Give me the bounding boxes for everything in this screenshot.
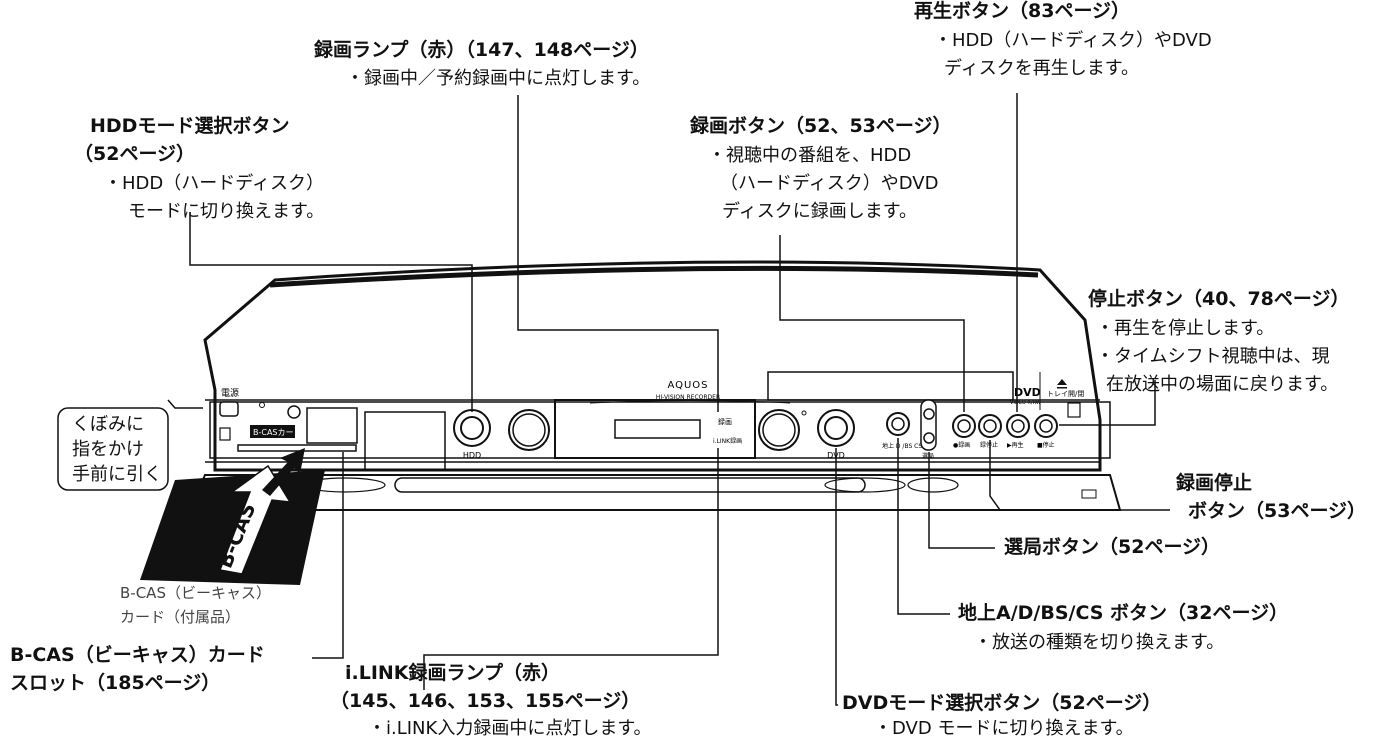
ilink-lamp-title-2: （145、146、153、155ページ） [330, 690, 641, 712]
record-button[interactable] [952, 414, 976, 438]
hdd-mode-desc-2: モードに切り換えます。 [128, 201, 325, 222]
channel-title: 選局ボタン（52ページ） [1004, 536, 1221, 558]
tuner-title: 地上A/D/BS/CS ボタン（32ページ） [958, 602, 1289, 624]
ilink-lamp-label: i.LINK録画 [713, 437, 742, 445]
rec-lamp-label: 録画 [718, 417, 732, 426]
bcas-card-caption-2: カード（付属品） [120, 608, 241, 626]
right-dial[interactable] [758, 409, 800, 451]
rec-button-title: 録画ボタン（52、53ページ） [690, 115, 952, 137]
rec-lamp-desc: ・録画中／予約録画中に点灯します。 [346, 68, 651, 89]
ilink-lamp-title-1: i.LINK録画ランプ（赤） [345, 662, 560, 684]
rec-button-desc-1: ・視聴中の番組を、HDD [708, 145, 912, 166]
dvd-logo: DVD [1014, 386, 1041, 399]
dvd-mode-title: DVDモード選択ボタン（52ページ） [842, 692, 1162, 714]
pull-note-line-2: 指をかけ [72, 439, 144, 460]
tray-label: トレイ開/閉 [1047, 390, 1084, 398]
channel-buttons[interactable] [920, 399, 937, 451]
right-dial-dot [801, 410, 807, 416]
bcas-slot[interactable] [237, 444, 357, 452]
record-button-label: ●録画 [953, 441, 970, 449]
channel-button-label: 選局 [922, 452, 934, 460]
insert-arrow-icon [262, 448, 305, 496]
dvd-mode-button[interactable] [817, 409, 855, 447]
bcas-slot-title-1: B-CAS（ビーキャス）カード [10, 644, 265, 666]
stop-button[interactable] [1034, 414, 1058, 438]
display-panel [554, 399, 756, 459]
pull-note-line-1: くぼみに [72, 414, 144, 435]
record-stop-label: 録停止 [980, 441, 998, 449]
recorder-body [188, 260, 1122, 511]
hdd-mode-button[interactable] [453, 409, 491, 447]
rec-lamp-title: 録画ランプ（赤）（147、148ページ） [314, 39, 649, 61]
bcas-slot-badge-label: B-CASカード [253, 428, 302, 437]
rec-stop-title-1: 録画停止 [1176, 472, 1253, 494]
stop-button-label: ■停止 [1037, 441, 1055, 449]
front-window [364, 411, 446, 471]
bcas-door [306, 407, 358, 444]
record-stop-button[interactable] [978, 414, 1002, 438]
dvd-logo-sub: VIDEO R/RW [1010, 400, 1041, 406]
leader-lines [167, 93, 1170, 706]
rec-stop-title-2: ボタン（53ページ） [1188, 500, 1367, 522]
dvd-mode-desc: ・DVD モードに切り換えます。 [874, 718, 1134, 739]
brand-subtitle: HI-VISION RECORDER [656, 394, 720, 401]
rec-button-desc-3: ディスクに録画します。 [722, 201, 917, 222]
hdd-mode-desc-1: ・HDD（ハードディスク） [104, 173, 324, 194]
stop-desc-3: 在放送中の場面に戻ります。 [1106, 374, 1339, 395]
power-led [259, 402, 265, 408]
tuner-button-label: 地上 D /BS CS [882, 442, 922, 450]
foot-indicator [1081, 489, 1097, 499]
play-button-label: ▶再生 [1007, 441, 1024, 449]
stop-desc-1: ・再生を停止します。 [1096, 318, 1275, 339]
latch-icon-right [1067, 402, 1081, 418]
power-button[interactable] [219, 401, 239, 417]
eject-icon[interactable] [1057, 379, 1067, 389]
play-title: 再生ボタン（83ページ） [914, 0, 1131, 22]
dvd-tray [767, 371, 1014, 401]
left-dial[interactable] [508, 409, 550, 451]
hdd-button-label: HDD [463, 451, 481, 460]
power-label: 電源 [221, 388, 239, 399]
tuner-desc: ・放送の種類を切り換えます。 [974, 632, 1225, 653]
ilink-lamp-desc: ・i.LINK入力録画中に点灯します。 [368, 718, 652, 739]
stop-title: 停止ボタン（40、78ページ） [1088, 288, 1350, 310]
latch-icon [219, 427, 231, 441]
fl-display [614, 419, 701, 439]
pull-note-box [57, 407, 169, 491]
rec-button-desc-2: （ハードディスク）やDVD [720, 173, 939, 194]
remote-sensor [287, 405, 301, 419]
play-button[interactable] [1006, 414, 1030, 438]
hdd-mode-title-2: （52ページ） [74, 143, 196, 165]
bcas-slot-badge [250, 425, 295, 438]
pull-note-line-3: 手前に引く [72, 464, 162, 485]
tuner-button[interactable] [886, 412, 910, 436]
stop-desc-2: ・タイムシフト視聴中は、現 [1096, 346, 1330, 367]
play-desc-2: ディスクを再生します。 [944, 58, 1139, 79]
brand-logo: AQUOS [667, 380, 708, 391]
bcas-card-caption-1: B-CAS（ビーキャス） [120, 584, 271, 602]
play-desc-1: ・HDD（ハードディスク）やDVD [934, 30, 1212, 51]
hdd-mode-title-1: HDDモード選択ボタン [90, 115, 290, 137]
bcas-slot-title-2: スロット（185ページ） [10, 672, 221, 694]
